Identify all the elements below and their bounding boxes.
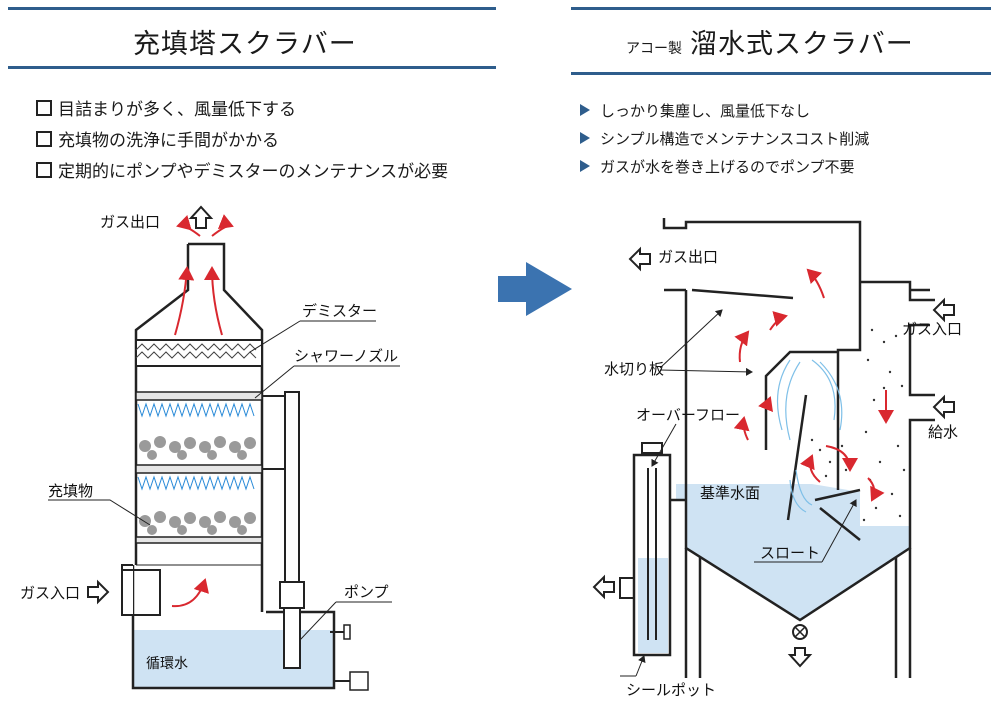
pump-label: ポンプ bbox=[344, 583, 389, 601]
feature-item: シンプル構造でメンテナンスコスト削減 bbox=[580, 124, 869, 152]
right-gas-inlet-label: ガス入口 bbox=[902, 320, 962, 338]
left-gas-inlet-label: ガス入口 bbox=[20, 584, 80, 602]
issue-item: 充填物の洗浄に手間がかかる bbox=[36, 123, 448, 154]
water-cut-plate-label: 水切り板 bbox=[604, 360, 664, 378]
seal-pot bbox=[632, 453, 672, 657]
right-header-top-rule bbox=[571, 7, 991, 10]
right-gas-outlet-arrow-icon bbox=[628, 246, 651, 272]
right-title-text: 溜水式スクラバー bbox=[690, 29, 914, 60]
feature-item: しっかり集塵し、風量低下なし bbox=[580, 96, 869, 124]
left-gas-outlet-label: ガス出口 bbox=[100, 213, 160, 231]
issue-item: 定期的にポンプやデミスターのメンテナンスが必要 bbox=[36, 154, 448, 185]
water-supply-label: 給水 bbox=[928, 423, 958, 441]
right-gas-inlet-arrow-icon bbox=[932, 297, 955, 323]
gas-flow-arrows bbox=[171, 214, 234, 608]
right-gas-flow-arrows bbox=[733, 268, 894, 502]
demister-block bbox=[135, 339, 263, 367]
demister-label: デミスター bbox=[302, 302, 377, 320]
right-gas-outlet-label: ガス出口 bbox=[658, 248, 718, 266]
seal-pot-label: シールポット bbox=[626, 681, 716, 699]
overflow-arrow-icon bbox=[592, 574, 615, 600]
water-scrubber-diagram: ガス出口 ガス入口 水切り板 給水 オーバーフロー 基準水面 スロート シールポ… bbox=[592, 218, 962, 699]
water-cut-plate bbox=[691, 288, 794, 300]
packing-label: 充填物 bbox=[48, 482, 93, 500]
checkbox-icon bbox=[36, 161, 52, 178]
shower-nozzle-label: シャワーノズル bbox=[294, 347, 398, 365]
feature-item: ガスが水を巻き上げるのでポンプ不要 bbox=[580, 152, 869, 180]
gas-inlet-arrow-icon bbox=[87, 579, 110, 605]
maker-label: アコー製 bbox=[626, 41, 682, 57]
left-header-top-rule bbox=[8, 7, 496, 10]
water-supply-arrow-icon bbox=[932, 394, 955, 420]
housing-outline bbox=[662, 218, 862, 490]
issue-item: 目詰まりが多く、風量低下する bbox=[36, 92, 448, 123]
triangle-bullet-icon bbox=[580, 104, 590, 116]
left-title: 充填塔スクラバー bbox=[133, 29, 357, 60]
transition-arrow-icon bbox=[498, 262, 572, 316]
overflow-label: オーバーフロー bbox=[636, 406, 740, 424]
packed-tower-diagram: ガス出口 デミスター シャワーノズル 充填物 ガス入口 ポンプ 循環水 bbox=[20, 205, 400, 691]
right-header-bottom-rule bbox=[571, 72, 991, 75]
packing-bed bbox=[139, 436, 256, 535]
left-issue-list: 目詰まりが多く、風量低下する 充填物の洗浄に手間がかかる 定期的にポンプやデミス… bbox=[36, 92, 448, 185]
reference-level-label: 基準水面 bbox=[700, 484, 760, 502]
drain-arrow-icon bbox=[787, 647, 813, 668]
checkbox-icon bbox=[36, 99, 52, 116]
pump-body bbox=[279, 581, 305, 609]
right-title: アコー製溜水式スクラバー bbox=[626, 22, 914, 61]
left-header-bottom-rule bbox=[8, 66, 496, 69]
throat-label: スロート bbox=[760, 544, 820, 562]
tank-outline bbox=[131, 565, 336, 690]
gas-outlet-arrow-icon bbox=[188, 205, 214, 229]
checkbox-icon bbox=[36, 130, 52, 147]
triangle-bullet-icon bbox=[580, 132, 590, 144]
water-spray bbox=[776, 359, 843, 513]
circulating-water-label: 循環水 bbox=[146, 656, 188, 672]
riser-pipe bbox=[284, 391, 300, 583]
right-feature-list: しっかり集塵し、風量低下なし シンプル構造でメンテナンスコスト削減 ガスが水を巻… bbox=[580, 96, 869, 180]
triangle-bullet-icon bbox=[580, 160, 590, 172]
